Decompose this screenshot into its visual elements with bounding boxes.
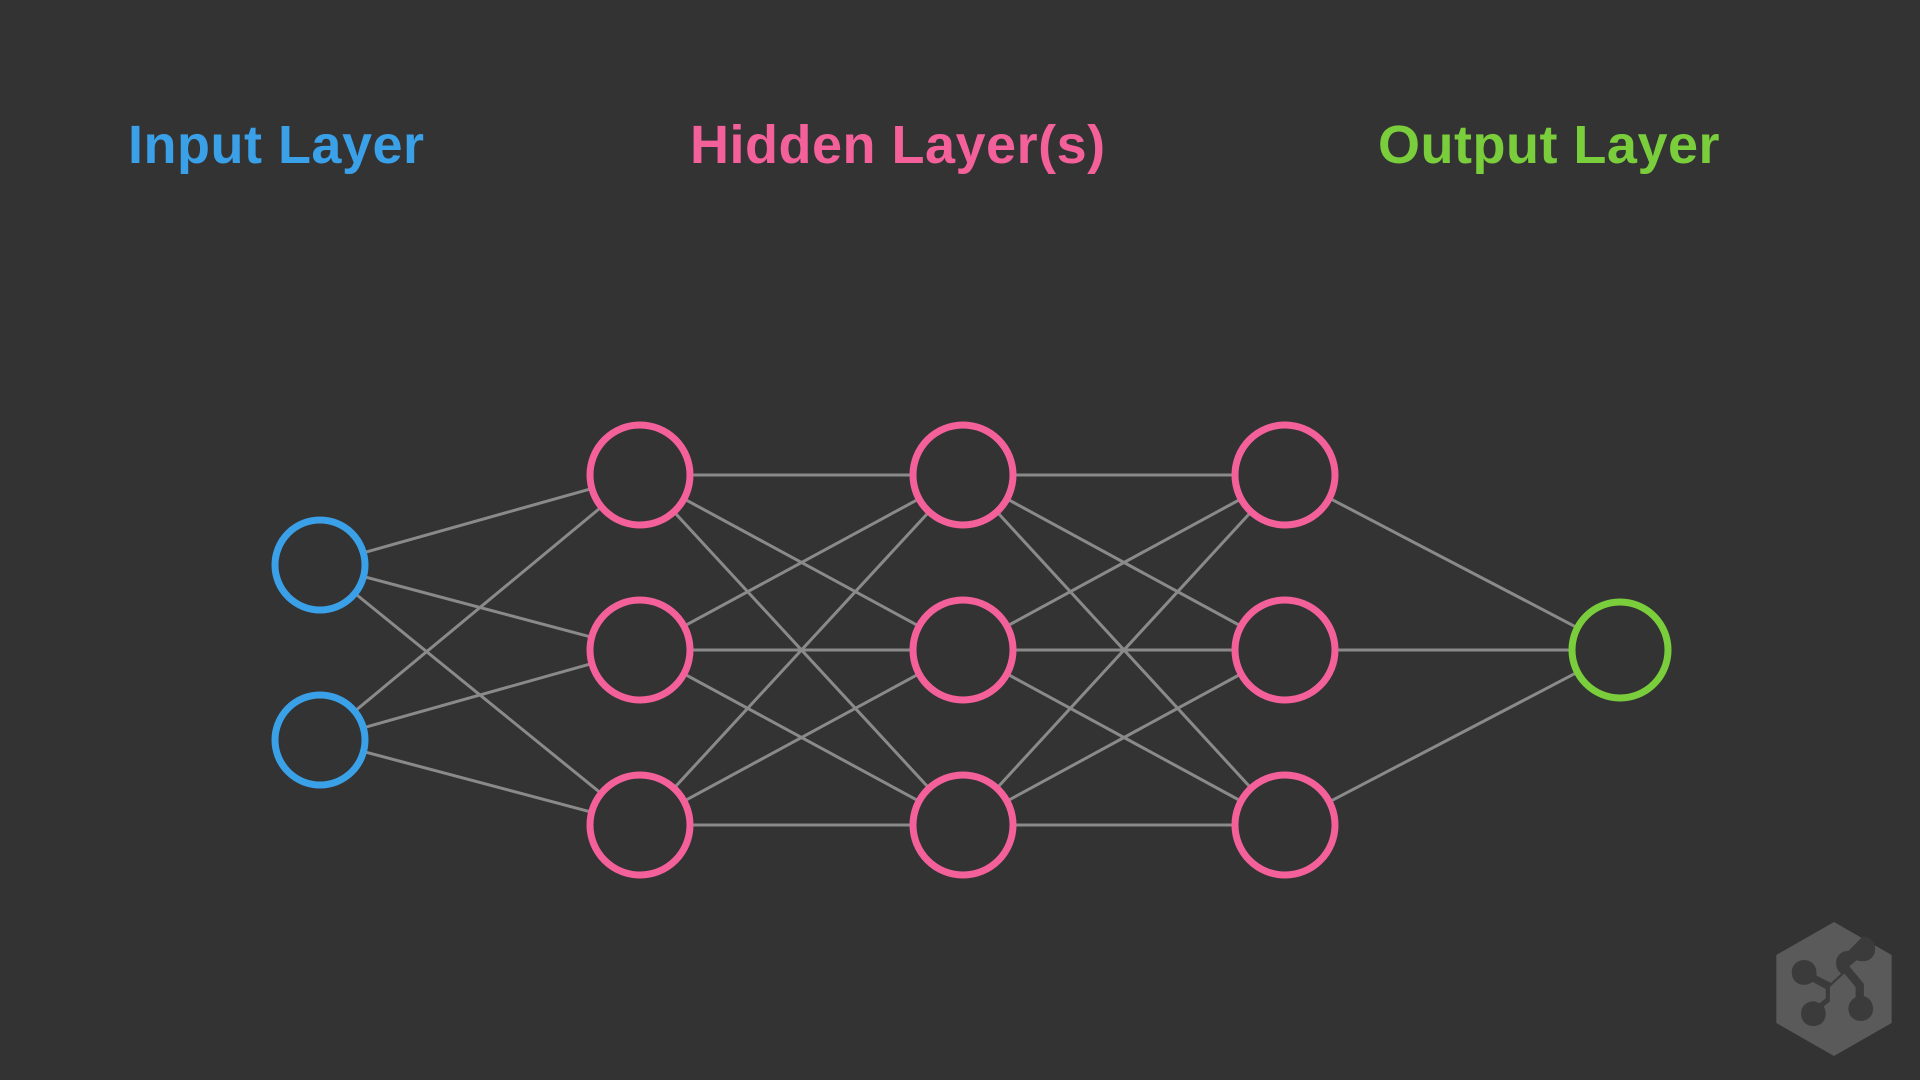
edge-l2n2-to-l3n1 [1005, 672, 1243, 803]
neuron-glyph [1791, 936, 1876, 1027]
edge-l1n2-to-l2n1 [682, 672, 921, 803]
edge-l1n2-to-l2n0 [672, 510, 931, 790]
brand-watermark-logo [1776, 922, 1892, 1056]
node-hidden-l2-n0[interactable] [909, 421, 1017, 529]
node-hidden-l2-n2[interactable] [909, 771, 1017, 879]
layer-label-input: Input Layer [128, 115, 425, 175]
edge-l0n0-to-l1n2 [353, 591, 603, 795]
edge-l1n1-to-l2n0 [682, 497, 921, 628]
edge-group [353, 473, 1579, 827]
node-hidden-l2-n1[interactable] [909, 596, 1017, 704]
node-hidden-l3-n2[interactable] [1231, 771, 1339, 879]
node-group [271, 421, 1672, 879]
node-hidden-l3-n0[interactable] [1231, 421, 1339, 529]
edge-l0n0-to-l1n1 [361, 575, 594, 639]
node-hidden-l1-n0[interactable] [586, 421, 694, 529]
layer-label-output: Output Layer [1378, 115, 1721, 175]
hexagon-shape [1776, 922, 1892, 1056]
edge-l0n1-to-l1n1 [361, 662, 594, 730]
layer-label-hidden: Hidden Layer(s) [690, 115, 1106, 175]
node-hidden-l1-n1[interactable] [586, 596, 694, 704]
node-output-l4-n0[interactable] [1568, 598, 1672, 702]
edge-l3n0-to-l4n0 [1327, 496, 1579, 630]
edge-l0n1-to-l1n2 [361, 750, 594, 814]
node-input-l0-n1[interactable] [271, 691, 369, 789]
node-input-l0-n0[interactable] [271, 516, 369, 614]
edge-l0n0-to-l1n0 [361, 487, 594, 555]
node-hidden-l1-n2[interactable] [586, 771, 694, 879]
edge-l2n1-to-l3n0 [1005, 497, 1243, 628]
edge-l0n1-to-l1n0 [353, 505, 603, 713]
edge-l2n2-to-l3n0 [995, 510, 1253, 790]
node-hidden-l3-n1[interactable] [1231, 596, 1339, 704]
edge-l3n2-to-l4n0 [1327, 670, 1579, 804]
